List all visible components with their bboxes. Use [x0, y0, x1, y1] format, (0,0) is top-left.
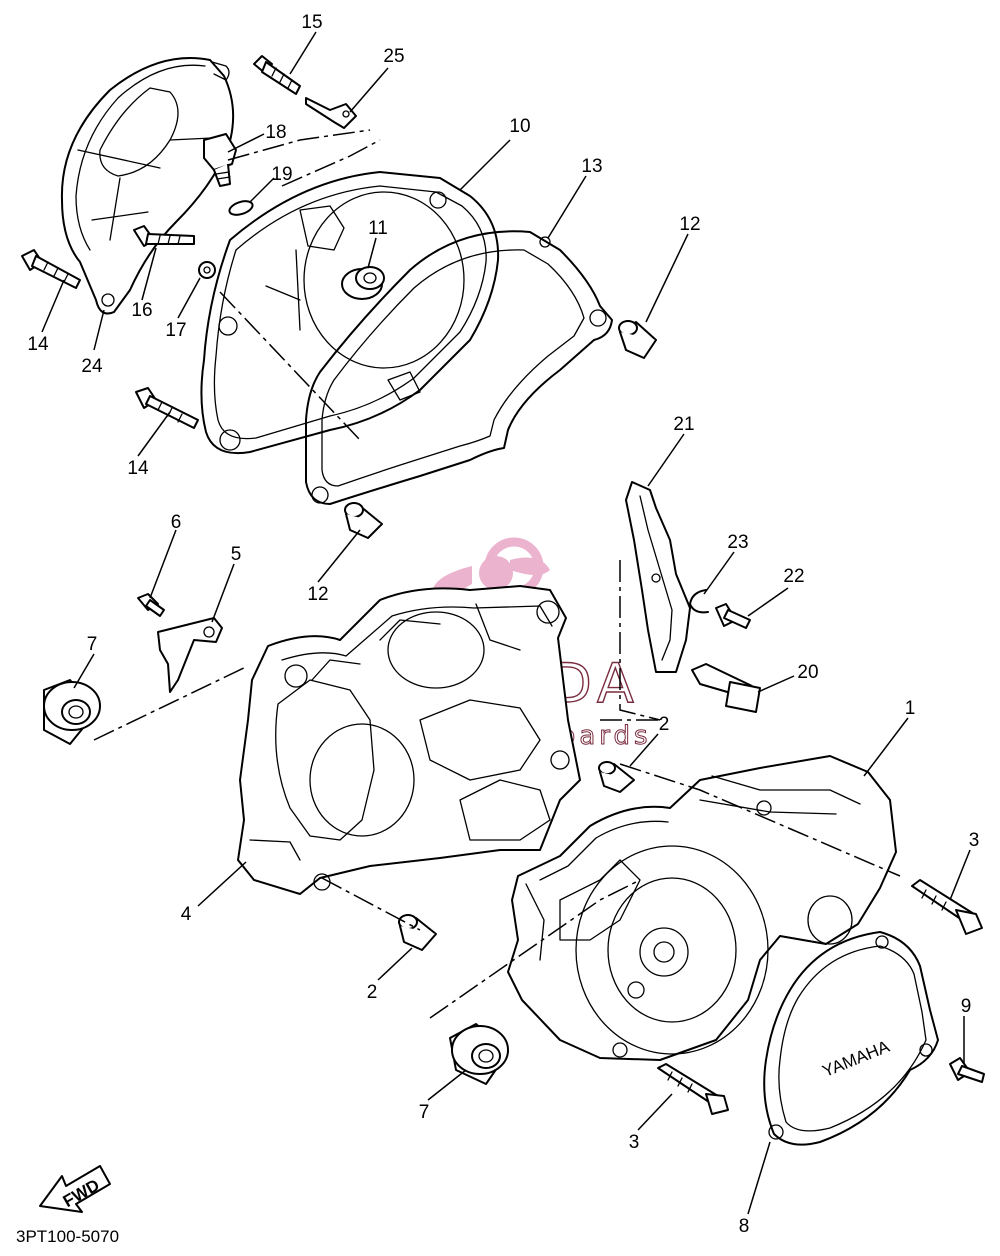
- crankcase-cover: [200, 171, 500, 454]
- bolt-14-top: [21, 249, 81, 289]
- part-number-2-lower: 2: [367, 982, 378, 1003]
- part-number-3-lower: 3: [629, 1132, 640, 1153]
- part-number-19: 19: [271, 164, 292, 185]
- bushing-7-left: [43, 679, 101, 745]
- part-number-12-bottom: 12: [307, 584, 328, 605]
- bracket-21: [625, 481, 691, 673]
- dowel-12-bottom: [344, 502, 383, 539]
- part-number-15: 15: [301, 12, 322, 33]
- part-number-12-top: 12: [679, 214, 700, 235]
- part-number-3-right: 3: [969, 830, 980, 851]
- clamp-25: [305, 97, 357, 129]
- drawing-code: 3PT100-5070: [16, 1227, 119, 1246]
- part-number-9: 9: [961, 996, 972, 1017]
- part-number-1: 1: [905, 698, 916, 719]
- bolt-3-right: [911, 879, 983, 935]
- part-number-4: 4: [181, 904, 192, 925]
- part-number-16: 16: [131, 300, 152, 321]
- part-number-8: 8: [739, 1216, 750, 1237]
- part-number-13: 13: [581, 156, 602, 177]
- part-number-7-left: 7: [87, 634, 98, 655]
- circlip-23: [689, 589, 709, 614]
- generator-cover: [763, 931, 939, 1146]
- part-number-5: 5: [231, 544, 242, 565]
- washer-17: [198, 261, 216, 279]
- fwd-arrow-icon: [39, 1165, 111, 1213]
- part-number-14-top: 14: [27, 334, 49, 355]
- bolt-6: [137, 593, 165, 617]
- part-number-7-lower: 7: [419, 1102, 430, 1123]
- outer-cover-shell: [60, 57, 235, 315]
- part-number-20: 20: [797, 662, 818, 683]
- bushing-7-lower: [449, 1023, 509, 1085]
- part-number-21: 21: [673, 414, 694, 435]
- part-number-18: 18: [265, 122, 286, 143]
- dowel-2-lower: [398, 914, 437, 951]
- dowel-2-upper: [598, 761, 635, 793]
- screw-9: [949, 1057, 985, 1083]
- part-number-14-bottom: 14: [127, 458, 149, 479]
- bolt-20: [691, 663, 761, 713]
- bolt-14-bottom: [135, 387, 199, 429]
- crankcase-left: [237, 585, 581, 895]
- part-number-11: 11: [368, 218, 388, 239]
- part-number-23: 23: [727, 532, 748, 553]
- part-number-6: 6: [171, 512, 182, 533]
- part-number-labels: 15 25 18 10 19 13 11 12 14 16 17 24 14 2…: [27, 12, 979, 1237]
- part-number-17: 17: [165, 320, 186, 341]
- gasket: [305, 230, 613, 505]
- bolt-3-lower: [657, 1063, 729, 1115]
- part-number-22: 22: [783, 566, 804, 587]
- leader-lines: [41, 31, 971, 1215]
- part-number-2-upper: 2: [659, 714, 670, 735]
- o-ring: [228, 200, 254, 216]
- part-number-10: 10: [509, 116, 530, 137]
- bearing-11: [341, 266, 385, 300]
- dowel-12-top: [618, 320, 657, 359]
- bolt-16: [133, 225, 195, 247]
- stopper-5: [157, 617, 223, 693]
- center-lines: [93, 129, 901, 1019]
- part-number-24: 24: [81, 356, 103, 377]
- screw-22: [715, 603, 751, 629]
- drain-plug: [203, 133, 237, 187]
- part-number-25: 25: [383, 46, 404, 67]
- bolt-15: [253, 55, 301, 95]
